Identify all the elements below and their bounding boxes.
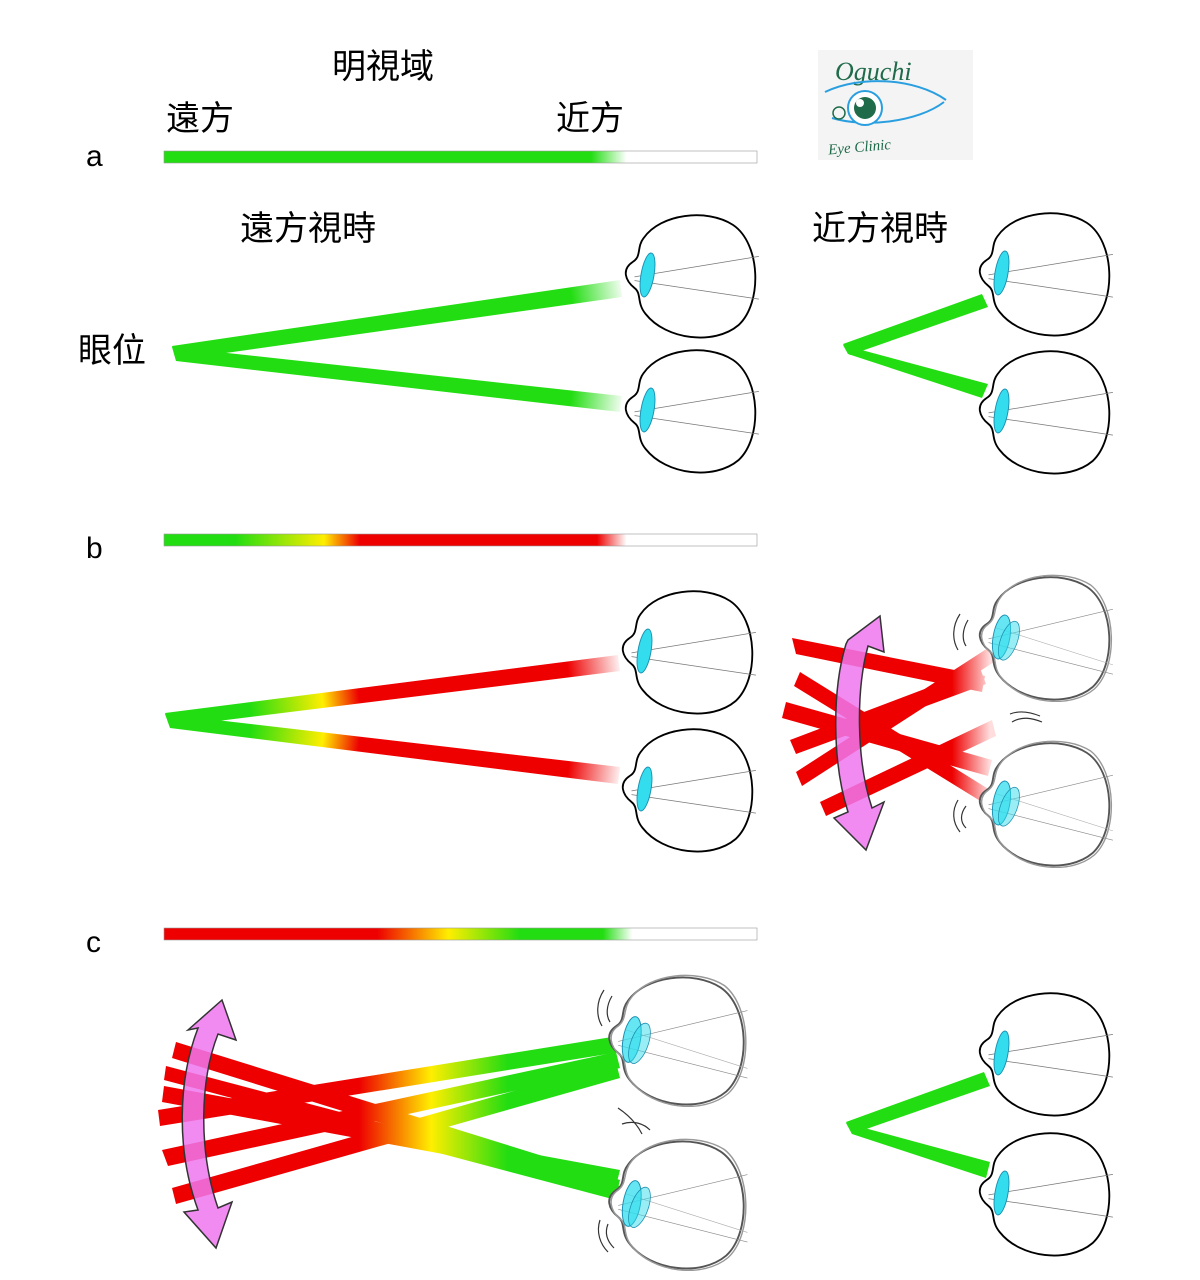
eye-b-near-upper — [978, 574, 1114, 702]
eye-b-far-lower — [621, 728, 757, 853]
row-a-far-beams — [172, 280, 622, 412]
row-c-near-beams — [846, 1072, 990, 1178]
near-view-label: 近方視時 — [812, 209, 948, 249]
tremor-marks-b — [953, 613, 1043, 833]
far-view-label: 遠方視時 — [240, 209, 376, 249]
visual-range-bar-c — [163, 927, 758, 941]
eye-a-far-upper — [624, 214, 760, 339]
eye-a-near-lower — [978, 350, 1114, 475]
row-c-far-crossed-beams — [158, 1036, 620, 1204]
eye-movement-arrow-c — [181, 998, 238, 1250]
row-label-a: a — [86, 140, 103, 173]
eye-c-far-lower — [608, 1138, 749, 1271]
near-label: 近方 — [556, 99, 624, 139]
row-label-c: c — [86, 926, 101, 959]
beam-a-near-upper — [843, 294, 988, 355]
eye-a-far-lower — [624, 349, 760, 474]
far-label: 遠方 — [166, 99, 234, 139]
tremor-marks-c — [597, 989, 651, 1253]
beam-a-lower — [172, 347, 622, 412]
row-label-b: b — [86, 532, 103, 565]
clinic-logo: Oguchi Eye Clinic — [818, 50, 973, 160]
visual-range-bar-b — [163, 533, 758, 547]
beam-a-near-lower — [843, 345, 988, 398]
eye-c-near-lower — [978, 1132, 1114, 1257]
beam-a-upper — [172, 280, 622, 360]
beam-b-upper — [165, 655, 620, 727]
beam-c-near-upper — [846, 1072, 990, 1134]
eye-c-near-upper — [978, 992, 1114, 1117]
visual-range-bar-a — [163, 150, 758, 164]
logo-subtitle: Eye Clinic — [827, 137, 892, 159]
visual-range-title: 明視域 — [332, 47, 434, 87]
eye-b-near-lower — [978, 740, 1114, 868]
row-b-far-beams — [165, 655, 620, 784]
eye-a-near-upper — [978, 212, 1114, 337]
eye-c-far-upper — [608, 974, 749, 1107]
eye-position-label: 眼位 — [78, 331, 146, 371]
row-b-near-crossed-beams — [782, 638, 996, 816]
beam-b-lower — [165, 714, 620, 784]
eye-b-far-upper — [621, 590, 757, 715]
beam-c-near-lower — [846, 1123, 990, 1178]
eye-movement-arrow-b — [832, 614, 886, 852]
row-a-near-beams — [843, 294, 988, 398]
